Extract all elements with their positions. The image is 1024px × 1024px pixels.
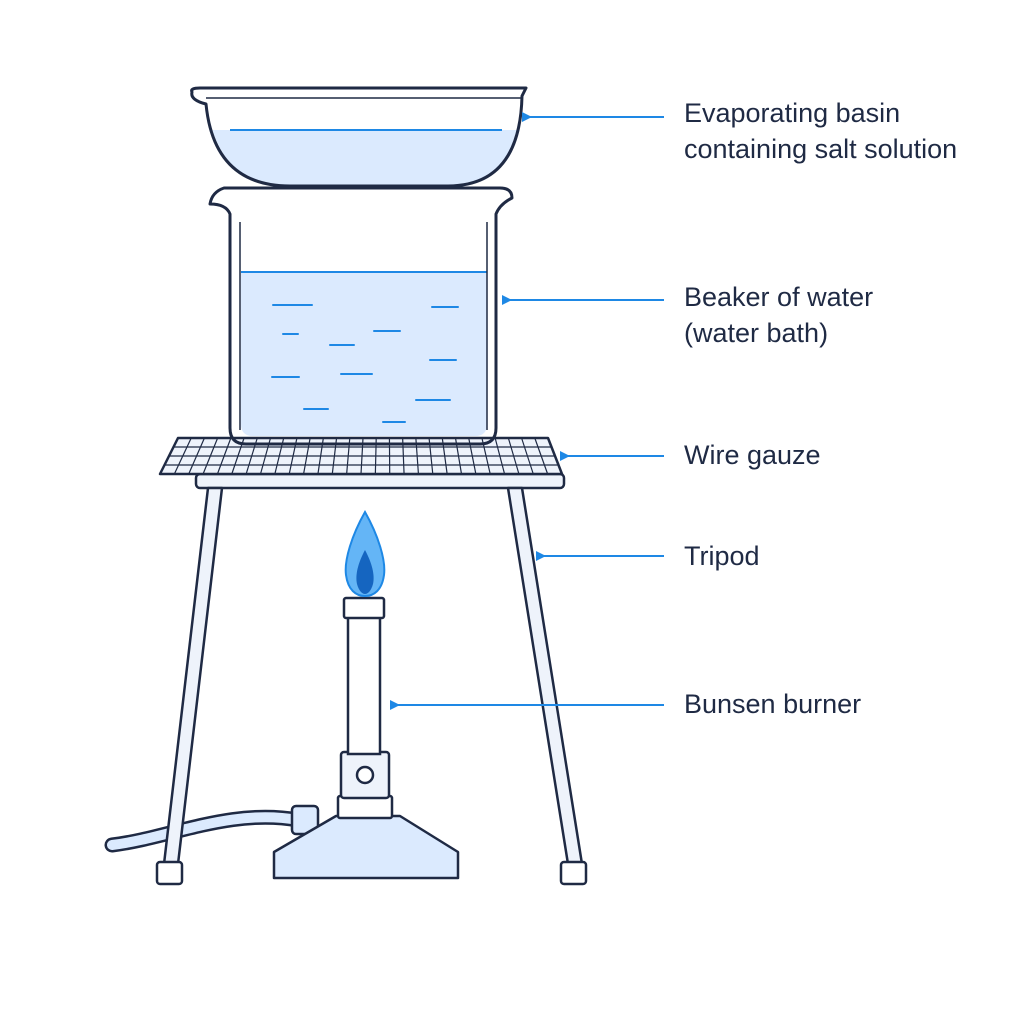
- label-tripod: Tripod: [684, 541, 760, 571]
- bunsen-burner-icon: [272, 596, 460, 880]
- label-basin-line2: containing salt solution: [684, 134, 958, 164]
- label-basin-line1: Evaporating basin: [684, 98, 901, 128]
- label-arrows: [390, 112, 664, 710]
- beaker-icon: [208, 186, 514, 446]
- tripod-icon: [155, 472, 588, 886]
- water-ripples: [271, 304, 459, 423]
- label-beaker-line1: Beaker of water: [684, 282, 874, 312]
- evaporating-basin-icon: [190, 86, 528, 188]
- gas-tube-icon: [104, 804, 320, 853]
- label-beaker-line2: (water bath): [684, 318, 829, 348]
- label-gauze: Wire gauze: [684, 440, 821, 470]
- flame-icon: [344, 509, 386, 598]
- label-burner: Bunsen burner: [684, 689, 862, 719]
